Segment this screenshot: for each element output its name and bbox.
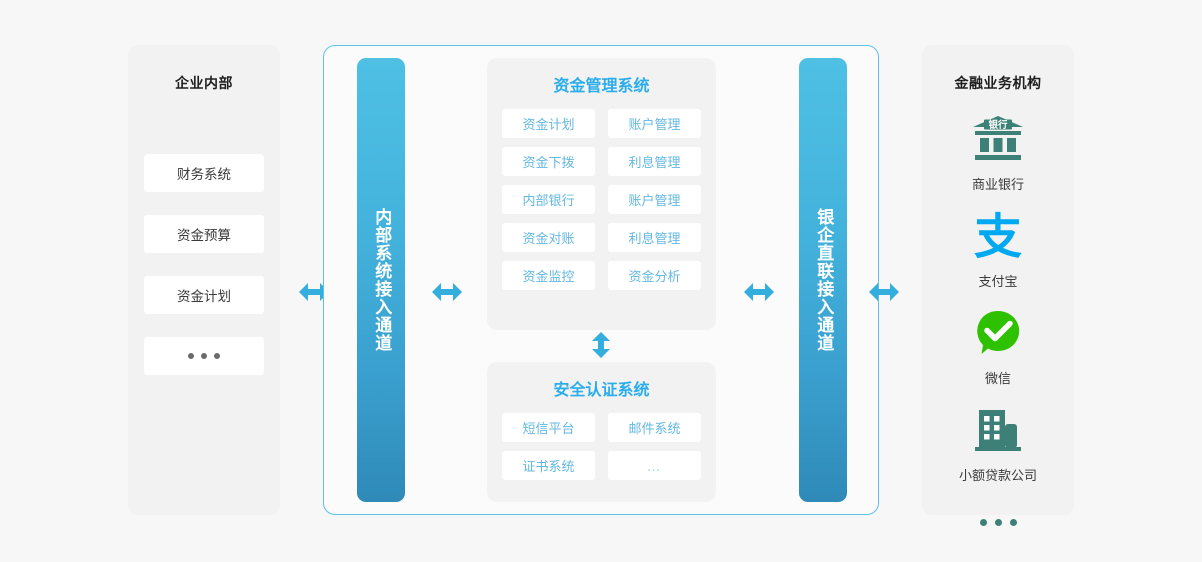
enterprise-item-budget[interactable]: 资金预算 xyxy=(144,215,264,253)
enterprise-internal-title: 企业内部 xyxy=(175,75,233,91)
enterprise-item-finance[interactable]: 财务系统 xyxy=(144,154,264,192)
double-arrow-horizontal-icon xyxy=(286,279,342,305)
bank-direct-connect-gateway-label: 银企直联接入通道 xyxy=(814,208,834,352)
double-arrow-horizontal-icon xyxy=(419,279,475,305)
wechat-logo-icon xyxy=(973,305,1023,361)
security-module-email-system[interactable]: 邮件系统 xyxy=(608,413,701,442)
institution-label: 支付宝 xyxy=(978,274,1018,289)
security-module-grid: 短信平台 邮件系统 证书系统 … xyxy=(487,413,716,480)
fund-module-reconciliation[interactable]: 资金对账 xyxy=(502,223,595,252)
fund-module-fund-plan[interactable]: 资金计划 xyxy=(502,109,595,138)
fund-module-internal-bank[interactable]: 内部银行 xyxy=(502,185,595,214)
financial-institutions-panel: 金融业务机构 银行 商业银行 支 xyxy=(922,45,1074,526)
institution-label: 商业银行 xyxy=(971,177,1024,192)
security-authentication-system-title: 安全认证系统 xyxy=(553,382,650,399)
fund-module-interest-mgmt-1[interactable]: 利息管理 xyxy=(608,147,701,176)
institution-alipay[interactable]: 支 支付宝 xyxy=(922,208,1074,290)
fund-module-fund-allocation[interactable]: 资金下拨 xyxy=(502,147,595,176)
ellipsis-icon xyxy=(979,519,1017,526)
fund-management-system-panel: 资金管理系统 资金计划 账户管理 资金下拨 利息管理 内部银行 账户管理 资金对… xyxy=(487,58,716,330)
institution-label: 小额贷款公司 xyxy=(958,468,1037,483)
institution-micro-loan-company[interactable]: 小额贷款公司 xyxy=(922,402,1074,484)
security-module-certificate[interactable]: 证书系统 xyxy=(502,451,595,480)
ellipsis-icon xyxy=(188,353,220,359)
enterprise-item-more[interactable] xyxy=(144,337,264,375)
svg-text:支: 支 xyxy=(974,211,1022,262)
fund-management-module-grid: 资金计划 账户管理 资金下拨 利息管理 内部银行 账户管理 资金对账 利息管理 … xyxy=(487,109,716,290)
institution-more[interactable] xyxy=(922,499,1074,526)
fund-module-monitoring[interactable]: 资金监控 xyxy=(502,261,595,290)
office-building-icon xyxy=(971,402,1025,458)
double-arrow-horizontal-icon xyxy=(731,279,787,305)
bank-building-icon: 银行 xyxy=(971,111,1025,167)
bank-direct-connect-gateway-bar[interactable]: 银企直联接入通道 xyxy=(799,58,847,502)
svg-text:银行: 银行 xyxy=(988,119,1008,131)
enterprise-item-fund-plan[interactable]: 资金计划 xyxy=(144,276,264,314)
internal-system-gateway-bar[interactable]: 内部系统接入通道 xyxy=(357,58,405,502)
security-module-sms-platform[interactable]: 短信平台 xyxy=(502,413,595,442)
fund-module-account-mgmt-1[interactable]: 账户管理 xyxy=(608,109,701,138)
double-arrow-horizontal-icon xyxy=(856,279,912,305)
fund-module-account-mgmt-2[interactable]: 账户管理 xyxy=(608,185,701,214)
fund-module-interest-mgmt-2[interactable]: 利息管理 xyxy=(608,223,701,252)
alipay-logo-icon: 支 xyxy=(970,208,1026,264)
enterprise-internal-panel: 企业内部 财务系统 资金预算 资金计划 xyxy=(128,45,280,515)
institution-commercial-bank[interactable]: 银行 商业银行 xyxy=(922,111,1074,193)
security-authentication-system-panel: 安全认证系统 短信平台 邮件系统 证书系统 … xyxy=(487,362,716,502)
internal-system-gateway-label: 内部系统接入通道 xyxy=(372,208,392,352)
institution-label: 微信 xyxy=(984,371,1011,386)
fund-module-analysis[interactable]: 资金分析 xyxy=(608,261,701,290)
institution-wechat[interactable]: 微信 xyxy=(922,305,1074,387)
fund-management-system-title: 资金管理系统 xyxy=(553,78,650,95)
financial-institutions-title: 金融业务机构 xyxy=(954,75,1042,91)
security-module-more[interactable]: … xyxy=(608,451,701,480)
double-arrow-vertical-icon xyxy=(588,330,614,360)
enterprise-internal-card-list: 财务系统 资金预算 资金计划 xyxy=(128,154,280,375)
